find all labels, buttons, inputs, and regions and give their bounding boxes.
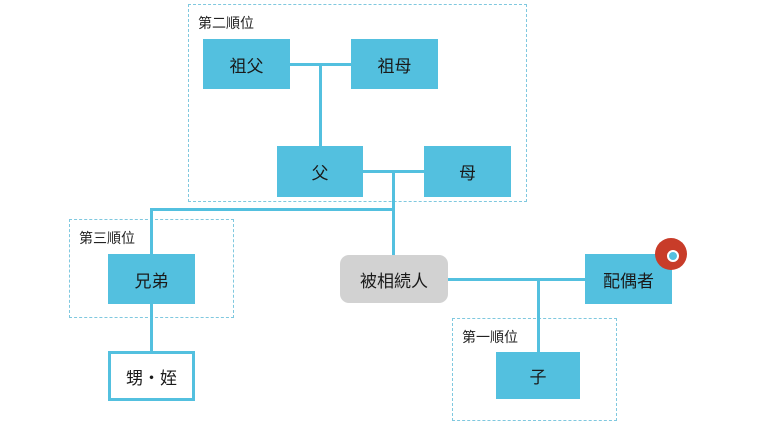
node-father: 父: [277, 146, 363, 197]
connector-decedent-spouse: [447, 278, 586, 281]
group-second-rank: 第二順位: [188, 4, 527, 202]
marker-badge-icon[interactable]: [655, 238, 687, 270]
group-first-rank-label: 第一順位: [462, 330, 518, 346]
connector-parents-to-decedent: [392, 170, 395, 256]
node-grandfather: 祖父: [203, 39, 290, 89]
node-decedent: 被相続人: [340, 255, 448, 303]
connector-siblings-drop: [150, 208, 153, 255]
node-mother: 母: [424, 146, 511, 197]
connector-grandparents-to-father: [319, 63, 322, 147]
connector-to-child: [537, 278, 540, 353]
node-child: 子: [496, 352, 580, 399]
group-third-rank-label: 第三順位: [79, 231, 135, 247]
group-second-rank-label: 第二順位: [198, 16, 254, 32]
group-first-rank: 第一順位: [452, 318, 617, 421]
connector-to-siblings: [150, 208, 395, 211]
connector-siblings-to-nephew: [150, 303, 153, 352]
marker-badge-dot: [667, 250, 679, 262]
node-nephew-niece: 甥・姪: [108, 351, 195, 401]
node-grandmother: 祖母: [351, 39, 438, 89]
node-siblings: 兄弟: [108, 254, 195, 304]
